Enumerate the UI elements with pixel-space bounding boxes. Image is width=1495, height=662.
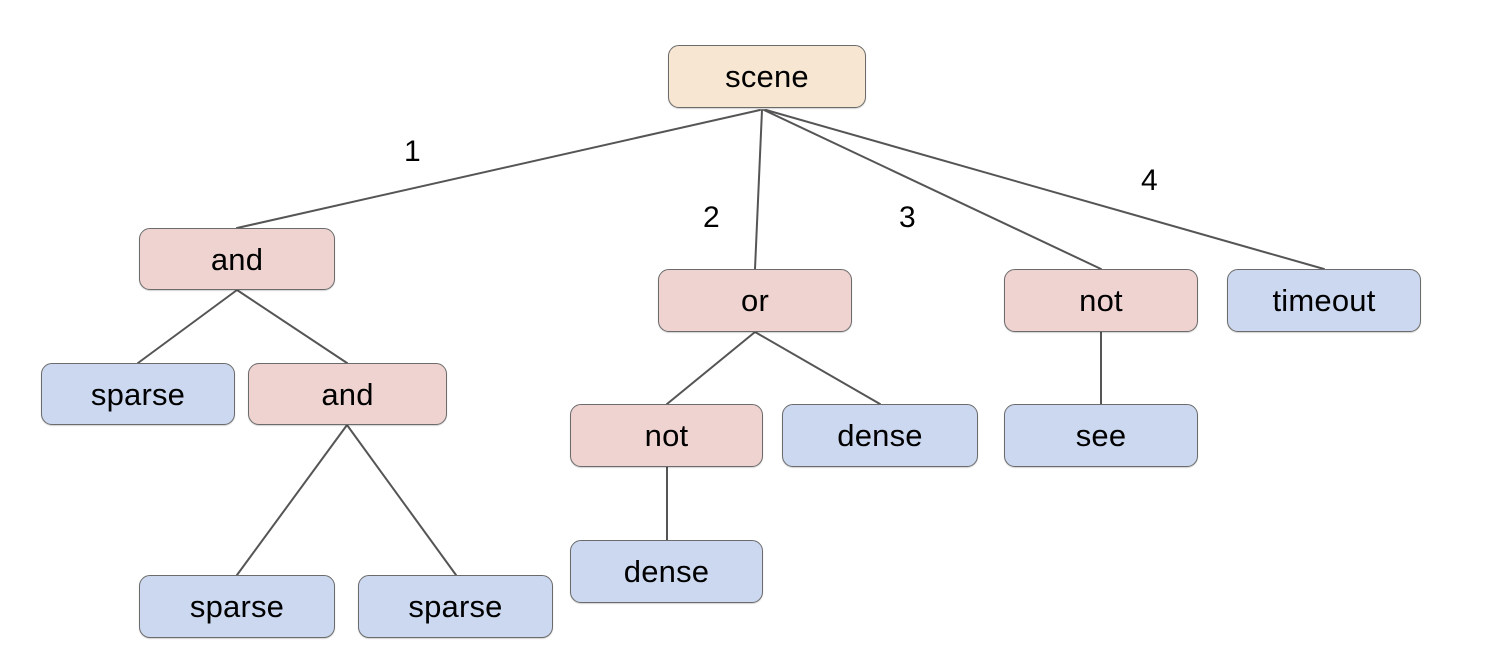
tree-edge [236, 109, 761, 229]
tree-node-dense1[interactable]: dense [782, 404, 978, 467]
tree-node-label: and [210, 241, 264, 277]
tree-edge [763, 109, 1102, 270]
tree-node-label: not [1079, 283, 1123, 318]
tree-node-label: or [741, 283, 769, 318]
tree-node-label: dense [623, 554, 710, 589]
tree-node-sparse1[interactable]: sparse [41, 363, 235, 425]
tree-node-or1[interactable]: or [658, 269, 852, 332]
tree-node-label: and [321, 376, 374, 412]
tree-node-dense2[interactable]: dense [570, 540, 763, 603]
tree-node-not2[interactable]: not [570, 404, 763, 467]
tree-node-sparse2[interactable]: sparse [139, 575, 335, 638]
tree-node-label: see [1075, 418, 1127, 453]
tree-node-label: dense [837, 418, 923, 453]
tree-node-timeout1[interactable]: timeout [1227, 269, 1421, 332]
edge-label-3: 3 [899, 201, 916, 234]
tree-edge [754, 109, 763, 270]
tree-node-label: not [644, 418, 689, 453]
tree-edge [765, 109, 1325, 270]
tree-node-label: scene [725, 59, 809, 94]
edge-label-4: 4 [1141, 164, 1158, 197]
edge-label-2: 2 [703, 201, 720, 234]
tree-node-and2[interactable]: and [248, 363, 447, 425]
tree-edge [346, 424, 457, 576]
tree-node-and1[interactable]: and [139, 228, 335, 290]
tree-edge [666, 331, 756, 405]
tree-node-label: sparse [189, 589, 285, 624]
tree-edge [754, 331, 881, 405]
tree-node-label: sparse [90, 376, 186, 412]
tree-edge [137, 289, 238, 364]
tree-edge [236, 424, 348, 576]
tree-node-not1[interactable]: not [1004, 269, 1198, 332]
tree-node-label: sparse [408, 589, 503, 624]
tree-node-label: timeout [1272, 283, 1376, 318]
edge-label-1: 1 [404, 135, 421, 168]
tree-edge [236, 289, 348, 364]
tree-node-sparse3[interactable]: sparse [358, 575, 553, 638]
tree-node-see1[interactable]: see [1004, 404, 1198, 467]
tree-node-scene[interactable]: scene [668, 45, 866, 108]
